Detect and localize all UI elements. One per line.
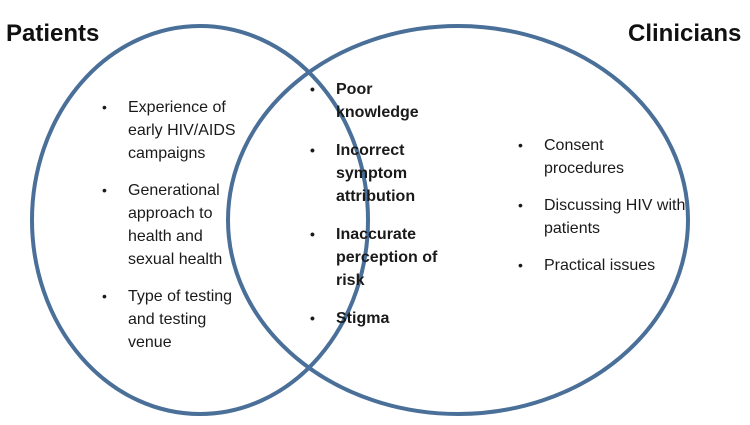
shared-item-list: Poor knowledge Incorrect symptom attribu… (310, 78, 458, 345)
shared-item: Inaccurate perception of risk (310, 223, 458, 292)
clinicians-item: Discussing HIV with patients (518, 194, 688, 240)
clinicians-title: Clinicians (628, 20, 742, 47)
shared-item: Poor knowledge (310, 78, 458, 124)
clinicians-item: Practical issues (518, 254, 688, 277)
patients-item-list: Experience of early HIV/AIDS campaigns G… (102, 96, 240, 368)
patients-circle (30, 24, 370, 416)
clinicians-item-list: Consent procedures Discussing HIV with p… (518, 134, 688, 291)
patients-item: Generational approach to health and sexu… (102, 179, 240, 271)
clinicians-item: Consent procedures (518, 134, 688, 180)
patients-item: Type of testing and testing venue (102, 285, 240, 354)
shared-item: Incorrect symptom attribution (310, 139, 458, 208)
patients-item: Experience of early HIV/AIDS campaigns (102, 96, 240, 165)
shared-item: Stigma (310, 307, 458, 330)
patients-title: Patients (6, 20, 100, 47)
